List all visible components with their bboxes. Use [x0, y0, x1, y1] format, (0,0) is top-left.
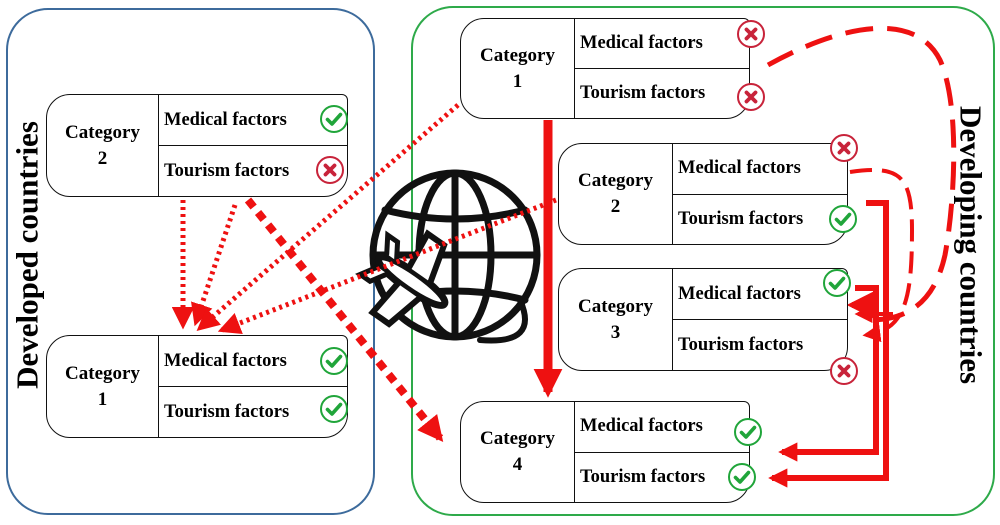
check-icon [320, 395, 348, 423]
cross-icon [316, 156, 344, 184]
developing-category-4-box: Category 4 Medical factors Tourism factor… [460, 401, 750, 503]
medical-factors-row: Medical factors [678, 283, 801, 304]
tourism-factors-row: Tourism factors [575, 451, 749, 503]
tourism-factors-row: Tourism factors [575, 68, 749, 118]
category-name: Category 2 [47, 95, 159, 196]
medical-factors-row: Medical factors [678, 158, 801, 179]
check-icon [734, 418, 762, 446]
cross-icon [737, 83, 765, 111]
category-name: Category 1 [461, 19, 575, 118]
category-name: Category 3 [559, 269, 673, 370]
airplane-globe-icon [355, 169, 541, 344]
developing-countries-label: Developing countries [953, 105, 989, 385]
check-icon [320, 105, 348, 133]
developed-countries-label: Developed countries [9, 121, 45, 389]
developing-category-2-box: Category 2 Medical factors Tourism factor… [558, 143, 848, 245]
tourism-factors-row: Tourism factors [159, 386, 347, 437]
medical-factors-row: Medical factors [580, 416, 703, 437]
category-label: Category [578, 295, 653, 317]
check-icon [728, 463, 756, 491]
arrow-dv2-to-dg4 [244, 197, 444, 442]
developing-category-1-box: Category 1 Medical factors Tourism factor… [460, 18, 750, 119]
category-number: 1 [512, 70, 523, 92]
category-name: Category 4 [461, 402, 575, 502]
tourism-factors-row: Tourism factors [159, 145, 347, 196]
category-label: Category [480, 44, 555, 66]
check-icon [320, 347, 348, 375]
category-number: 2 [610, 196, 621, 217]
cross-icon [830, 357, 858, 385]
category-label: Category [578, 170, 653, 192]
arrow-dg2-to-dg4 [768, 200, 889, 488]
category-name: Category 2 [559, 144, 673, 244]
dashed-loop-dg1-to-dg3 [766, 25, 957, 323]
medical-factors-row: Medical factors [164, 109, 287, 130]
medical-factors-row: Medical factors [164, 350, 287, 371]
category-name: Category 1 [47, 336, 159, 437]
cross-icon [737, 20, 765, 48]
category-label: Category [480, 428, 555, 450]
category-number: 4 [512, 454, 523, 475]
medical-factors-row: Medical factors [580, 33, 703, 53]
arrow-dg3-to-dg4 [778, 285, 879, 462]
check-icon [829, 205, 857, 233]
category-number: 3 [610, 321, 621, 343]
category-number: 2 [97, 147, 108, 169]
cross-icon [830, 134, 858, 162]
tourism-factors-row: Tourism factors [673, 193, 847, 245]
developed-category-1-box: Category 1 Medical factors Tourism factor… [46, 335, 348, 438]
check-icon [823, 269, 851, 297]
tourism-factors-row: Tourism factors [673, 319, 847, 370]
dashed-loop-dg2-to-dg3 [849, 168, 915, 343]
category-label: Category [65, 121, 140, 143]
category-label: Category [65, 362, 140, 384]
developing-category-3-box: Category 3 Medical factors Tourism factor… [558, 268, 848, 371]
arrow-dg1-to-dv1 [196, 103, 460, 331]
category-number: 1 [97, 388, 108, 410]
developed-category-2-box: Category 2 Medical factors Tourism factor… [46, 94, 348, 197]
